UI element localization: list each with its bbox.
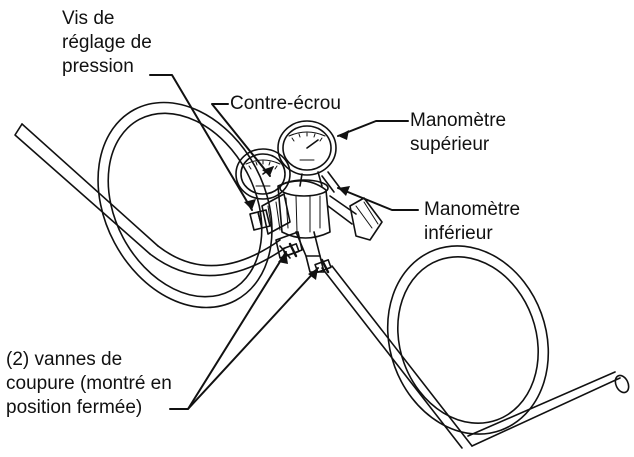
right-hose: [321, 245, 630, 449]
arrow-valve-right: [308, 268, 318, 280]
label-lower-gauge-line2: inférieur: [424, 223, 493, 244]
label-adjust-screw-line2: réglage de: [62, 32, 152, 53]
label-upper-gauge-line1: Manomètre: [410, 110, 507, 131]
left-hose: [14, 101, 286, 309]
label-adjust-screw-line1: Vis de: [62, 8, 115, 29]
regulator-body: [277, 171, 341, 239]
label-upper-gauge: Manomètre supérieur: [410, 109, 506, 157]
label-shutoff-valves-line1: (2) vannes de: [6, 349, 123, 370]
arrow-adjust-screw: [244, 199, 256, 210]
leader-valve-right: [187, 267, 319, 410]
leader-adjust-screw: [149, 74, 253, 211]
label-lower-gauge: Manomètre inférieur: [424, 198, 520, 246]
label-lock-nut-text: Contre-écrou: [230, 93, 341, 114]
label-shutoff-valves: (2) vannes de coupure (montré en positio…: [6, 348, 172, 420]
leader-valve-left: [169, 251, 287, 410]
label-lock-nut: Contre-écrou: [230, 92, 341, 116]
leader-lock-nut: [211, 103, 271, 177]
outlet-tee: [275, 231, 325, 273]
label-shutoff-valves-line2: coupure (montré en: [6, 373, 172, 394]
adjusting-knob: [249, 193, 291, 235]
label-lower-gauge-line1: Manomètre: [424, 199, 521, 220]
label-upper-gauge-line2: supérieur: [410, 134, 490, 155]
arrow-lock-nut: [262, 166, 274, 176]
label-adjust-screw-line3: pression: [62, 56, 134, 77]
leader-lower-gauge: [337, 187, 419, 211]
label-shutoff-valves-line3: position fermée): [6, 397, 143, 418]
arrow-valve-left: [278, 252, 288, 264]
shutoff-valve-left: [282, 242, 300, 258]
upper-gauge: [277, 120, 337, 187]
arrow-lower-gauge: [338, 186, 350, 196]
arrow-upper-gauge: [338, 130, 349, 140]
inlet-fitting: [327, 195, 383, 241]
leader-upper-gauge: [337, 120, 409, 137]
label-adjust-screw: Vis de réglage de pression: [62, 7, 152, 79]
